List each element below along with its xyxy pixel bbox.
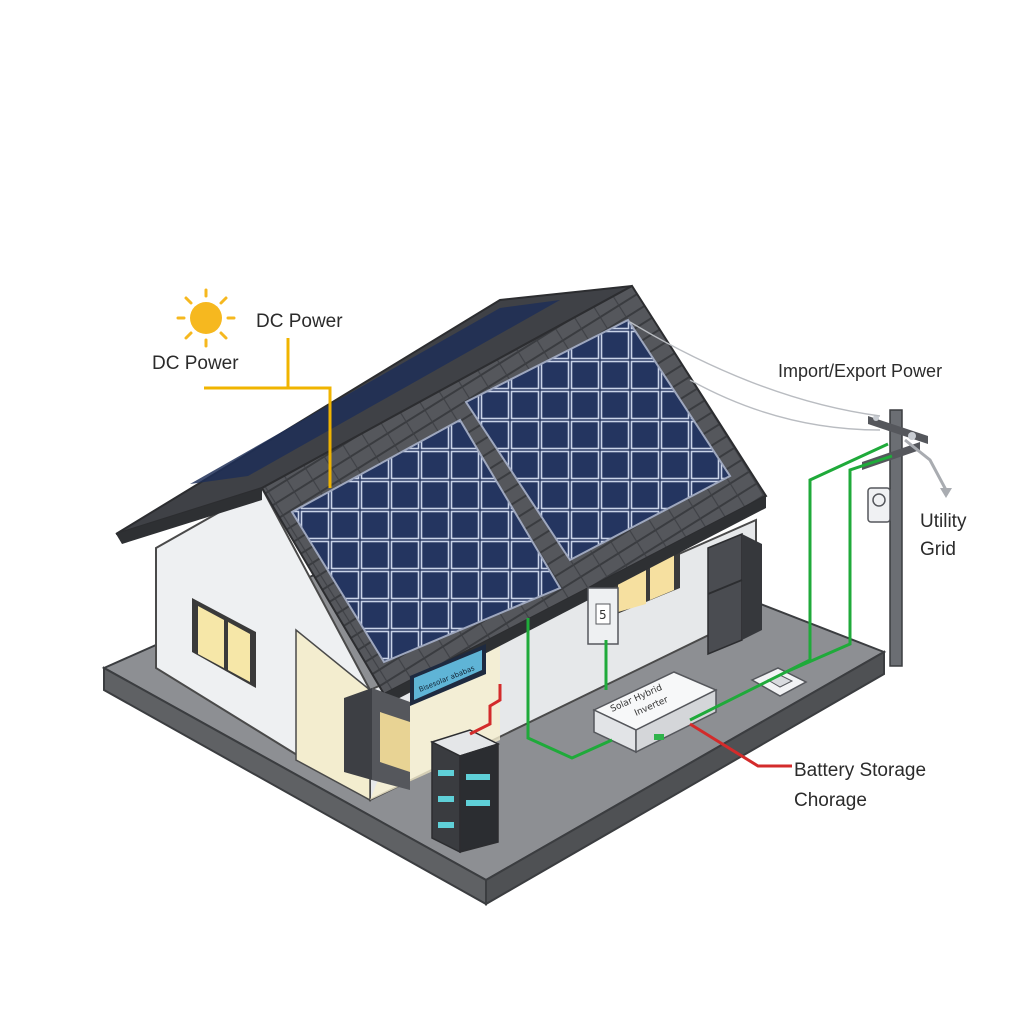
solar-panel-array-left [290,418,562,664]
sun-icon [176,288,236,348]
battery-wire [689,722,792,768]
meter-digit: 5 [599,608,607,622]
utility-grid-label: Utility Grid [920,508,966,564]
battery-icon [430,729,500,854]
electric-meter-icon [867,487,891,523]
import-export-label: Import/Export Power [778,361,943,381]
wiring [204,338,893,768]
dc-power-label-top: DC Power [256,311,343,332]
solar-panel-array-right [464,318,732,562]
power-line [629,321,881,417]
breaker-panel-icon [344,688,410,790]
dc-power-wire [288,386,332,488]
left-window [192,598,256,688]
grid-wire [689,442,889,722]
utility-grid-line2: Grid [920,539,956,560]
utility-grid-line1: Utility [920,511,967,532]
battery-storage-label: Battery Storage Chorage [794,756,926,816]
battery-wire [469,684,502,736]
battery-storage-line1: Battery Storage [794,760,927,781]
power-line [689,379,881,431]
roof [115,284,768,706]
tv-icon: Bisesolar ababas [410,644,486,706]
grid-wire [526,618,613,760]
battery-storage-line2: Chorage [794,790,867,811]
grid-wire [785,454,893,674]
meter-box: 5 [587,587,619,645]
refrigerator-icon [707,532,762,656]
solar-panel-array-ridge [190,300,560,484]
dc-power-label-left: DC Power [152,353,239,374]
